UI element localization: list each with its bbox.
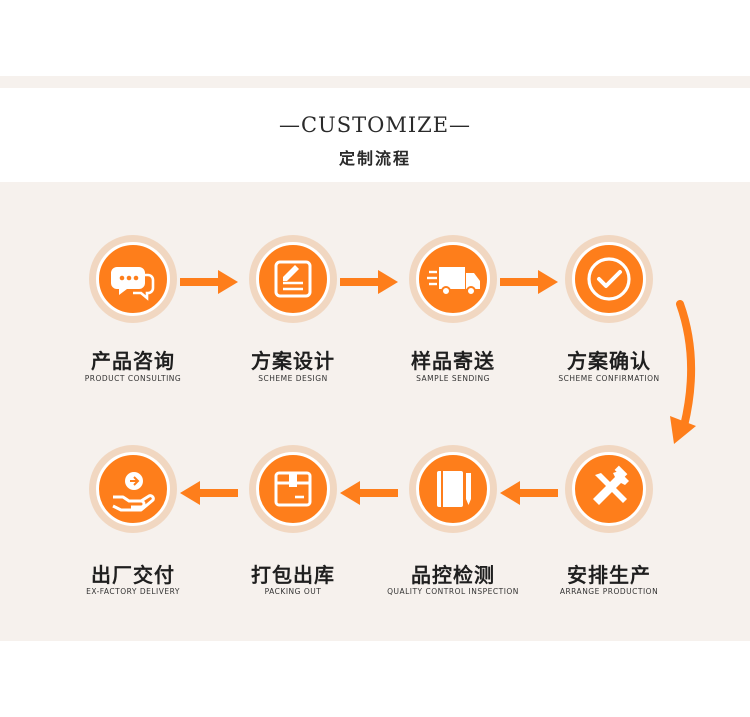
arrow-left-icon xyxy=(340,481,398,505)
arrow-right-icon xyxy=(500,270,558,294)
step-label-en: SAMPLE SENDING xyxy=(416,374,490,383)
title-cn: 定制流程 xyxy=(338,149,411,168)
checkmark-icon xyxy=(587,257,631,301)
inspection-book-icon xyxy=(437,471,471,507)
package-box-icon xyxy=(274,471,312,507)
step-label-cn: 品控检测 xyxy=(411,563,495,587)
step-label-cn: 出厂交付 xyxy=(91,563,175,587)
step-label-cn: 产品咨询 xyxy=(91,349,175,373)
step-label-en: QUALITY CONTROL INSPECTION xyxy=(387,587,519,596)
step-label-cn: 方案确认 xyxy=(567,349,651,373)
header xyxy=(0,88,750,182)
step-label-cn: 打包出库 xyxy=(251,563,335,587)
arrow-right-icon xyxy=(180,270,238,294)
step-label-cn: 方案设计 xyxy=(251,349,335,373)
step-label-en: PACKING OUT xyxy=(264,587,322,596)
hammer-wrench-icon xyxy=(593,465,629,505)
curved-arrow-down-icon xyxy=(670,300,696,444)
arrow-left-icon xyxy=(180,481,238,505)
chat-bubbles-icon xyxy=(111,267,155,301)
step-label-en: SCHEME DESIGN xyxy=(258,374,328,383)
document-pen-icon xyxy=(274,260,312,298)
hand-coin-icon xyxy=(112,472,155,512)
arrow-right-icon xyxy=(340,270,398,294)
step-label-en: PRODUCT CONSULTING xyxy=(84,374,182,383)
delivery-truck-icon xyxy=(427,267,480,296)
step-label-en: EX-FACTORY DELIVERY xyxy=(86,587,180,596)
top-band xyxy=(0,76,750,88)
step-label-en: SCHEME CONFIRMATION xyxy=(558,374,660,383)
step-label-en: ARRANGE PRODUCTION xyxy=(559,587,659,596)
title-en: —CUSTOMIZE— xyxy=(278,113,472,137)
step-label-cn: 样品寄送 xyxy=(411,349,495,373)
arrow-left-icon xyxy=(500,481,558,505)
step-label-cn: 安排生产 xyxy=(567,563,651,587)
